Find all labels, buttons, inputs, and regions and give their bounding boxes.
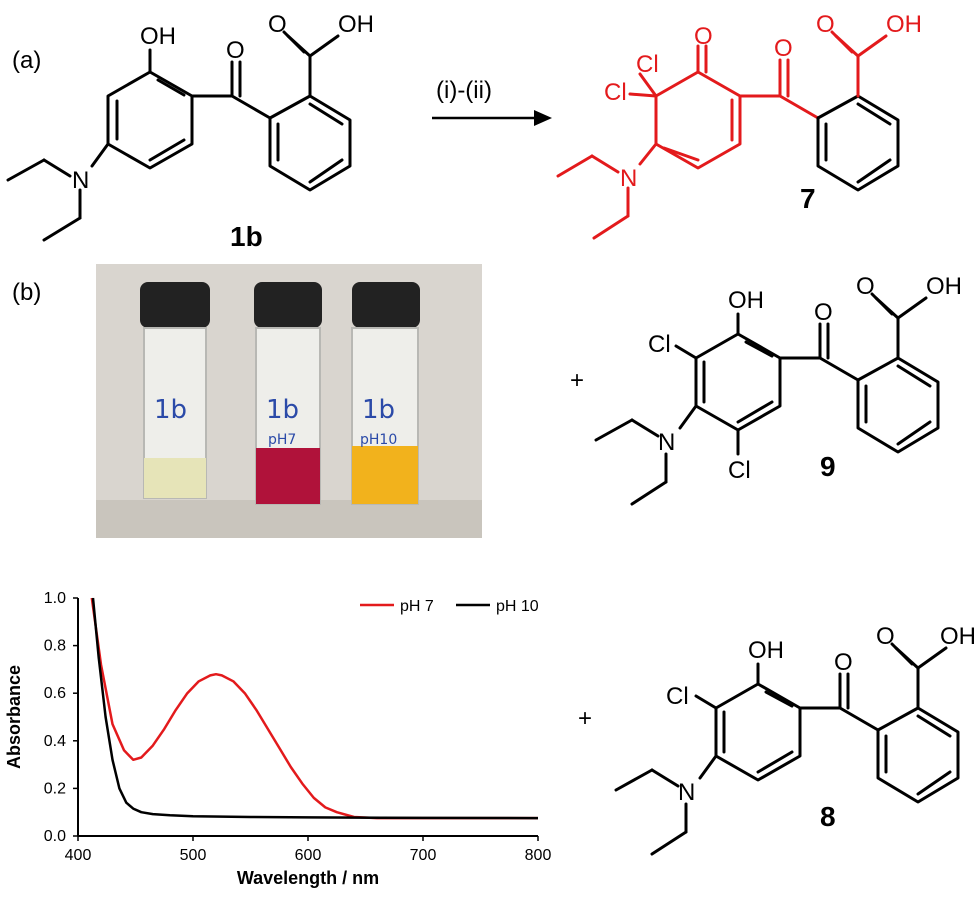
- legend-label: pH 7: [400, 598, 434, 615]
- x-tick-label: 400: [65, 847, 92, 864]
- vial-1-label: 1b: [154, 395, 187, 425]
- atom-cl: Cl: [666, 683, 689, 710]
- plus-sign-9: +: [570, 367, 584, 394]
- atom-o: O: [226, 37, 245, 64]
- chart-ticks: 400 500 600 700 800 0.0 0.2 0.4 0.6 0.8 1.0: [44, 590, 552, 864]
- y-tick-label: 0.8: [44, 638, 66, 655]
- atom-n: N: [72, 167, 89, 194]
- vial-3-sublabel: pH10: [360, 432, 397, 448]
- atom-n: N: [678, 779, 695, 806]
- compound-label-7: 7: [800, 183, 816, 214]
- y-tick-label: 0.6: [44, 685, 66, 702]
- atom-n: N: [620, 165, 637, 192]
- reaction-conditions: (i)-(ii): [436, 77, 492, 104]
- atom-o: O: [834, 649, 853, 676]
- compound-label-1b: 1b: [230, 221, 263, 252]
- series-line-ph-7: [90, 597, 538, 820]
- compound-8: + OH Cl O O OH N 8: [578, 623, 976, 856]
- reaction-arrow: (i)-(ii): [432, 77, 552, 126]
- vial-3: 1b pH10: [351, 282, 420, 505]
- atom-oh: OH: [140, 23, 176, 50]
- compound-7: Cl Cl O O O OH N 7: [556, 11, 922, 240]
- atom-cooh-oh: OH: [926, 273, 962, 300]
- atom-oh: OH: [748, 637, 784, 664]
- plus-sign-8: +: [578, 705, 592, 732]
- vial-2-label: 1b: [266, 395, 299, 425]
- chart-series: [90, 597, 539, 820]
- y-tick-label: 0.0: [44, 828, 66, 845]
- compound-9: + OH Cl Cl O O OH N 9: [570, 273, 962, 506]
- vial-1: 1b: [140, 282, 210, 499]
- vial-2: 1b pH7: [254, 282, 322, 505]
- atom-o-ring: O: [694, 23, 713, 50]
- y-tick-label: 0.2: [44, 780, 66, 797]
- atom-o-carbonyl: O: [774, 35, 793, 62]
- vial-2-sublabel: pH7: [268, 432, 296, 448]
- atom-o: O: [814, 299, 833, 326]
- compound-label-8: 8: [820, 801, 836, 832]
- panel-label-a: (a): [12, 47, 41, 74]
- vials-photo: 1b 1b pH7 1b pH10: [96, 264, 482, 538]
- x-tick-label: 700: [410, 847, 437, 864]
- atom-cooh-oh: OH: [940, 623, 976, 650]
- x-tick-label: 800: [525, 847, 552, 864]
- y-tick-label: 0.4: [44, 733, 66, 750]
- atom-cooh-oh: OH: [338, 11, 374, 38]
- compound-label-9: 9: [820, 451, 836, 482]
- chart-legend: pH 7 pH 10: [360, 598, 539, 615]
- x-tick-label: 500: [180, 847, 207, 864]
- atom-n: N: [658, 429, 675, 456]
- atom-cl-1: Cl: [636, 51, 659, 78]
- chart-axes: [77, 598, 538, 837]
- atom-cooh-o: O: [856, 273, 875, 300]
- vial-3-label: 1b: [362, 395, 395, 425]
- atom-cl-2: Cl: [604, 79, 627, 106]
- atom-cl-2: Cl: [728, 457, 751, 484]
- y-axis-label: Absorbance: [4, 665, 24, 769]
- atom-cooh-o: O: [876, 623, 895, 650]
- legend-label: pH 10: [496, 598, 539, 615]
- atom-cooh-o: O: [268, 11, 287, 38]
- panel-label-b: (b): [12, 279, 41, 306]
- series-line-ph-10: [91, 597, 539, 820]
- x-axis-label: Wavelength / nm: [237, 868, 379, 888]
- atom-cooh-o: O: [816, 11, 835, 38]
- y-tick-label: 1.0: [44, 590, 66, 607]
- atom-oh: OH: [728, 287, 764, 314]
- atom-cl-1: Cl: [648, 331, 671, 358]
- x-tick-label: 600: [295, 847, 322, 864]
- compound-1b: OH O O OH N 1b: [6, 11, 374, 252]
- atom-cooh-oh: OH: [886, 11, 922, 38]
